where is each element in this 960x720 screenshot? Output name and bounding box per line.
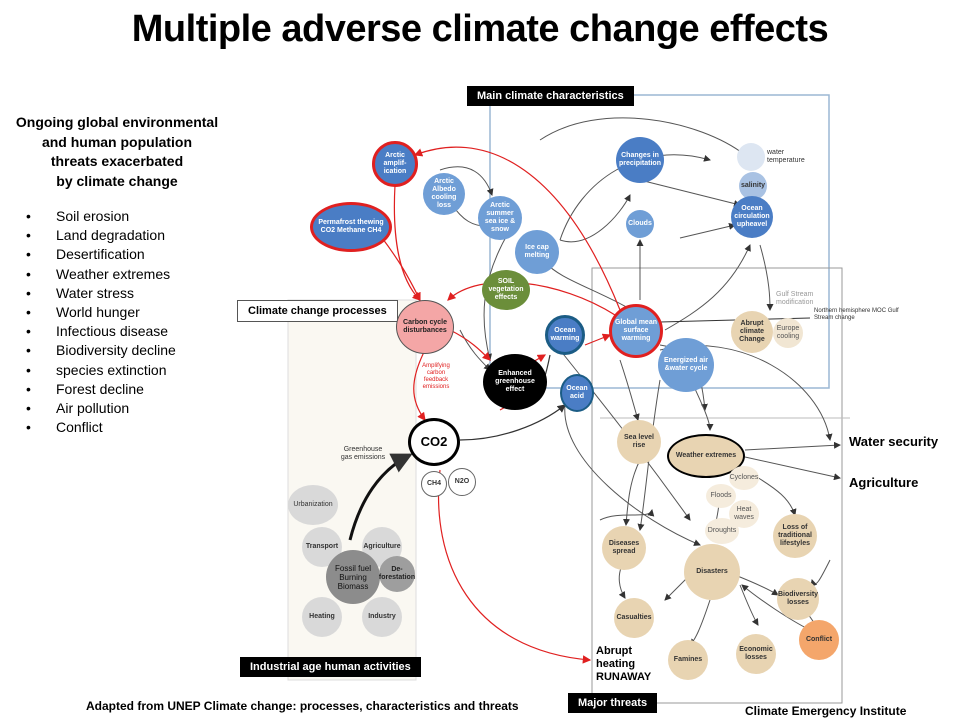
main-climate-label: Main climate characteristics	[467, 86, 634, 106]
processes-label: Climate change processes	[237, 300, 398, 322]
left-heading: Ongoing global environmental and human p…	[8, 113, 226, 191]
ocean-warming-node: Ocean warming	[545, 315, 585, 355]
list-item: Land degradation	[22, 226, 176, 245]
arctic-albedo-node: Arctic Albedo cooling loss	[423, 173, 465, 215]
list-item: Forest decline	[22, 380, 176, 399]
fossil-fuel-node: Fossil fuel Burning Biomass	[326, 550, 380, 604]
n2o-node: N2O	[448, 468, 476, 496]
water-temp-node	[737, 143, 765, 171]
droughts-node: Droughts	[705, 518, 739, 544]
list-item: Water stress	[22, 284, 176, 303]
deforestation-node: De-forestation	[379, 556, 415, 592]
ghg-emissions-label: Greenhouse gas emissions	[340, 446, 386, 461]
page-title: Multiple adverse climate change effects	[131, 8, 829, 50]
urbanization-node: Urbanization	[288, 485, 338, 525]
major-threats-frame	[591, 267, 843, 704]
northern-hemisphere-label: Northern hemisphere MOC Gulf Stream chan…	[814, 308, 899, 321]
disasters-node: Disasters	[684, 544, 740, 600]
conflict-node: Conflict	[799, 620, 839, 660]
famines-node: Famines	[668, 640, 708, 680]
global-mean-node: Global mean surface warming	[609, 304, 663, 358]
energized-air-node: Energized air &water cycle	[658, 338, 714, 392]
left-heading-line: by climate change	[56, 172, 178, 189]
list-item: Infectious disease	[22, 322, 176, 341]
list-item: Air pollution	[22, 399, 176, 418]
water-security-label: Water security	[849, 434, 939, 449]
heating-node: Heating	[302, 597, 342, 637]
co2-node: CO2	[408, 418, 460, 466]
list-item: Weather extremes	[22, 265, 176, 284]
list-item: Soil erosion	[22, 207, 176, 226]
biodiversity-losses-node: Biodiversity losses	[777, 578, 819, 620]
list-item: Conflict	[22, 418, 176, 437]
list-item: World hunger	[22, 303, 176, 322]
ch4-node: CH4	[421, 471, 447, 497]
ocean-acid-node: Ocean acid	[560, 374, 594, 412]
list-item: Desertification	[22, 245, 176, 264]
ocean-circulation-node: Ocean circulation upheavel	[731, 196, 773, 238]
carbon-cycle-node: Carbon cycle disturbances	[396, 300, 454, 354]
industry-node: Industry	[362, 597, 402, 637]
soil-vegetation-node: SOIL vegetation effects	[482, 270, 530, 310]
left-heading-line: threats exacerbated	[50, 153, 184, 169]
abrupt-heating-label: Abrupt heating RUNAWAY	[596, 645, 652, 683]
salinity-node: salinity	[739, 172, 767, 200]
list-item: Biodiversity decline	[22, 341, 176, 360]
industrial-label: Industrial age human activities	[240, 657, 421, 677]
europe-cooling-node: Europe cooling	[773, 318, 803, 348]
gulf-stream-label: Gulf Stream modification	[776, 291, 814, 306]
source-footer: Adapted from UNEP Climate change: proces…	[86, 699, 519, 713]
clouds-node: Clouds	[626, 210, 654, 238]
arctic-amplification-node: Arctic amplif-ication	[372, 141, 418, 187]
cyclones-node: Cyclones	[729, 466, 759, 490]
org-footer: Climate Emergency Institute	[745, 704, 907, 718]
permafrost-node: Permafrost thewing CO2 Methane CH4	[310, 202, 392, 252]
loss-lifestyles-node: Loss of traditional lifestyles	[773, 514, 817, 558]
agriculture-outcome-label: Agriculture	[849, 475, 919, 490]
economic-losses-node: Economic losses	[736, 634, 776, 674]
list-item: species extinction	[22, 361, 176, 380]
sea-level-node: Sea level rise	[617, 420, 661, 464]
enhanced-ghe-node: Enhanced greenhouse effect	[483, 354, 547, 410]
water-temp-label: water temperature	[767, 149, 805, 164]
threat-list: Soil erosion Land degradation Desertific…	[22, 207, 176, 438]
major-threats-label: Major threats	[568, 693, 658, 713]
ice-cap-node: Ice cap melting	[515, 230, 559, 274]
weather-extremes-node: Weather extremes	[667, 434, 745, 478]
left-heading-line: and human population	[41, 133, 193, 150]
casualties-node: Casualties	[614, 598, 654, 638]
diseases-spread-node: Diseases spread	[602, 526, 646, 570]
changes-precip-node: Changes in precipitation	[616, 137, 664, 183]
left-heading-line: Ongoing global environmental	[15, 114, 219, 130]
main-climate-frame	[489, 94, 830, 389]
floods-node: Floods	[706, 484, 736, 508]
arctic-summer-node: Arctic summer sea ice & snow	[478, 196, 522, 240]
abrupt-change-node: Abrupt climate Change	[731, 311, 773, 353]
amplifying-label: Amplifying carbon feedback emissions	[422, 363, 450, 390]
